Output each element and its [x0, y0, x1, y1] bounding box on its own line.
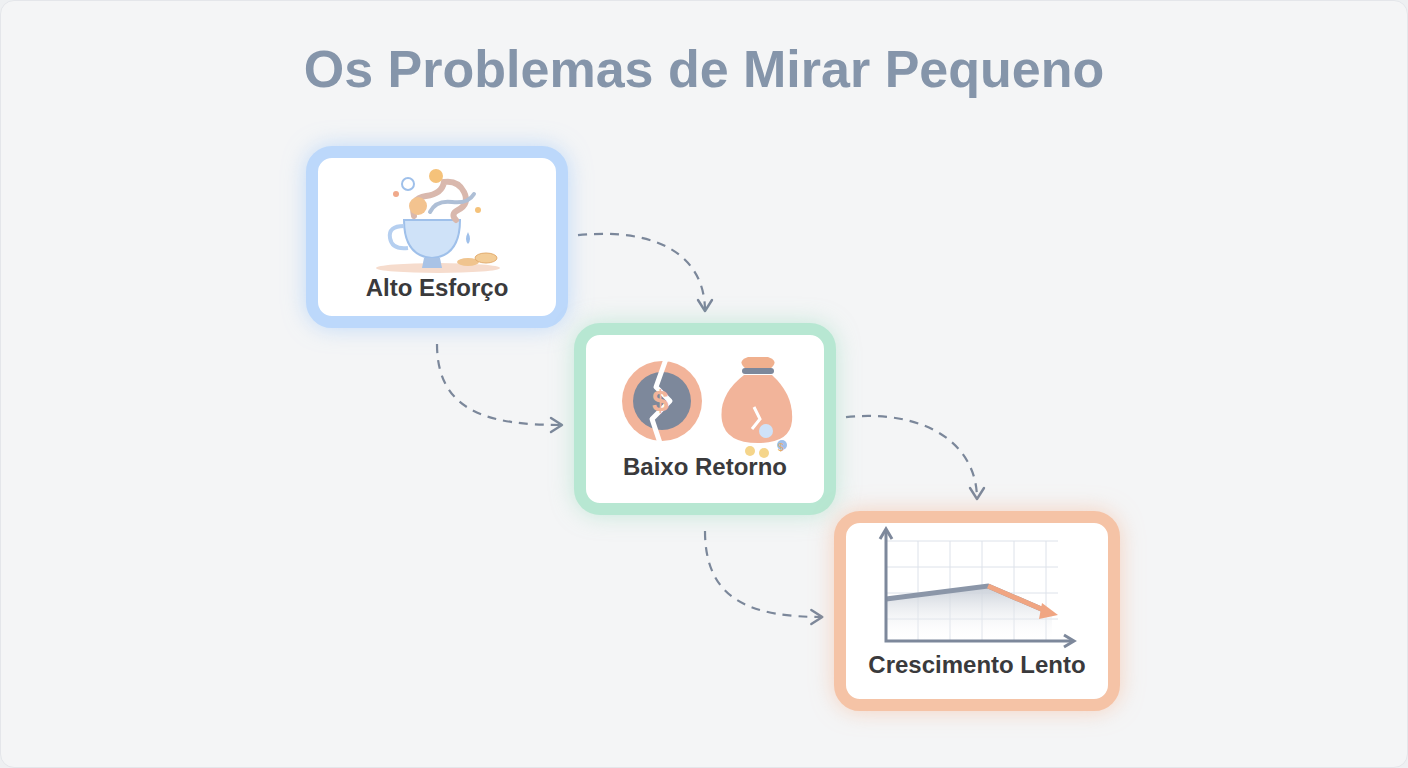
card-label: Baixo Retorno — [613, 453, 797, 481]
connector-line — [437, 344, 562, 425]
connector-line — [846, 416, 977, 499]
connector-line — [705, 531, 822, 617]
dashed-connector — [437, 344, 562, 432]
svg-text:$: $ — [652, 384, 669, 417]
problem-card: Alto Esforço — [306, 146, 568, 328]
dashed-connector — [705, 531, 822, 624]
arrow-head — [698, 300, 712, 311]
dashed-connector — [846, 416, 984, 499]
arrow-head — [551, 418, 562, 432]
diagram-title: Os Problemas de Mirar Pequeno — [1, 39, 1407, 99]
arrow-head — [970, 488, 984, 499]
card-label: Alto Esforço — [356, 274, 519, 302]
problem-card: Crescimento Lento — [834, 511, 1119, 711]
card-label: Crescimento Lento — [858, 651, 1095, 679]
problem-card: $ $ Baixo Retorno — [574, 323, 836, 515]
svg-text:$: $ — [778, 442, 784, 453]
dashed-connector — [578, 234, 712, 311]
connector-line — [578, 234, 705, 311]
arrow-head — [811, 610, 822, 624]
